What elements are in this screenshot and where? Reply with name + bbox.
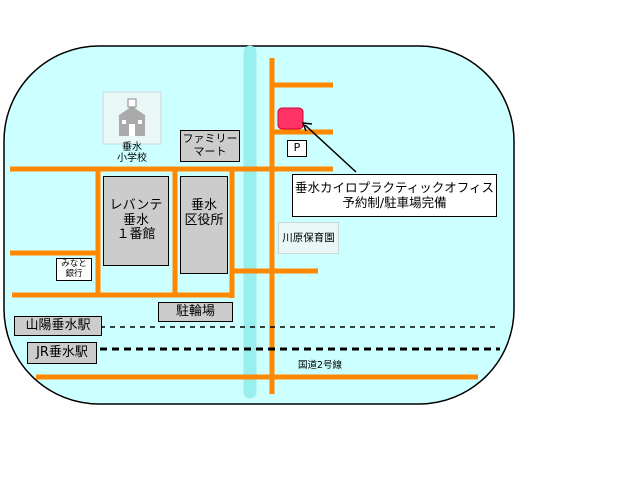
label-ward-office[interactable]: 垂水 区役所 bbox=[180, 176, 228, 274]
label-minato-bank[interactable]: みなと 銀行 bbox=[56, 258, 92, 281]
office-pointer-arrowhead bbox=[301, 122, 313, 132]
label-nursery[interactable]: 川原保育園 bbox=[278, 222, 339, 254]
office-pointer-line bbox=[304, 124, 357, 173]
label-parking[interactable]: P bbox=[287, 140, 307, 157]
label-sanyo-station[interactable]: 山陽垂水駅 bbox=[14, 316, 102, 336]
label-levante-building[interactable]: レバンテ 垂水 １番館 bbox=[103, 176, 169, 266]
label-route-2: 国道2号線 bbox=[297, 359, 343, 371]
label-jr-station[interactable]: JR垂水駅 bbox=[27, 342, 97, 364]
label-family-mart[interactable]: ファミリー マート bbox=[180, 130, 240, 162]
label-bicycle-parking[interactable]: 駐輪場 bbox=[158, 302, 233, 322]
label-school: 垂水 小学校 bbox=[117, 141, 147, 165]
road-network bbox=[10, 58, 478, 394]
school-building-icon bbox=[102, 91, 162, 145]
label-office[interactable]: 垂水カイロプラクティックオフィス 予約制/駐車場完備 bbox=[292, 174, 497, 217]
office-location-marker[interactable] bbox=[277, 107, 304, 130]
